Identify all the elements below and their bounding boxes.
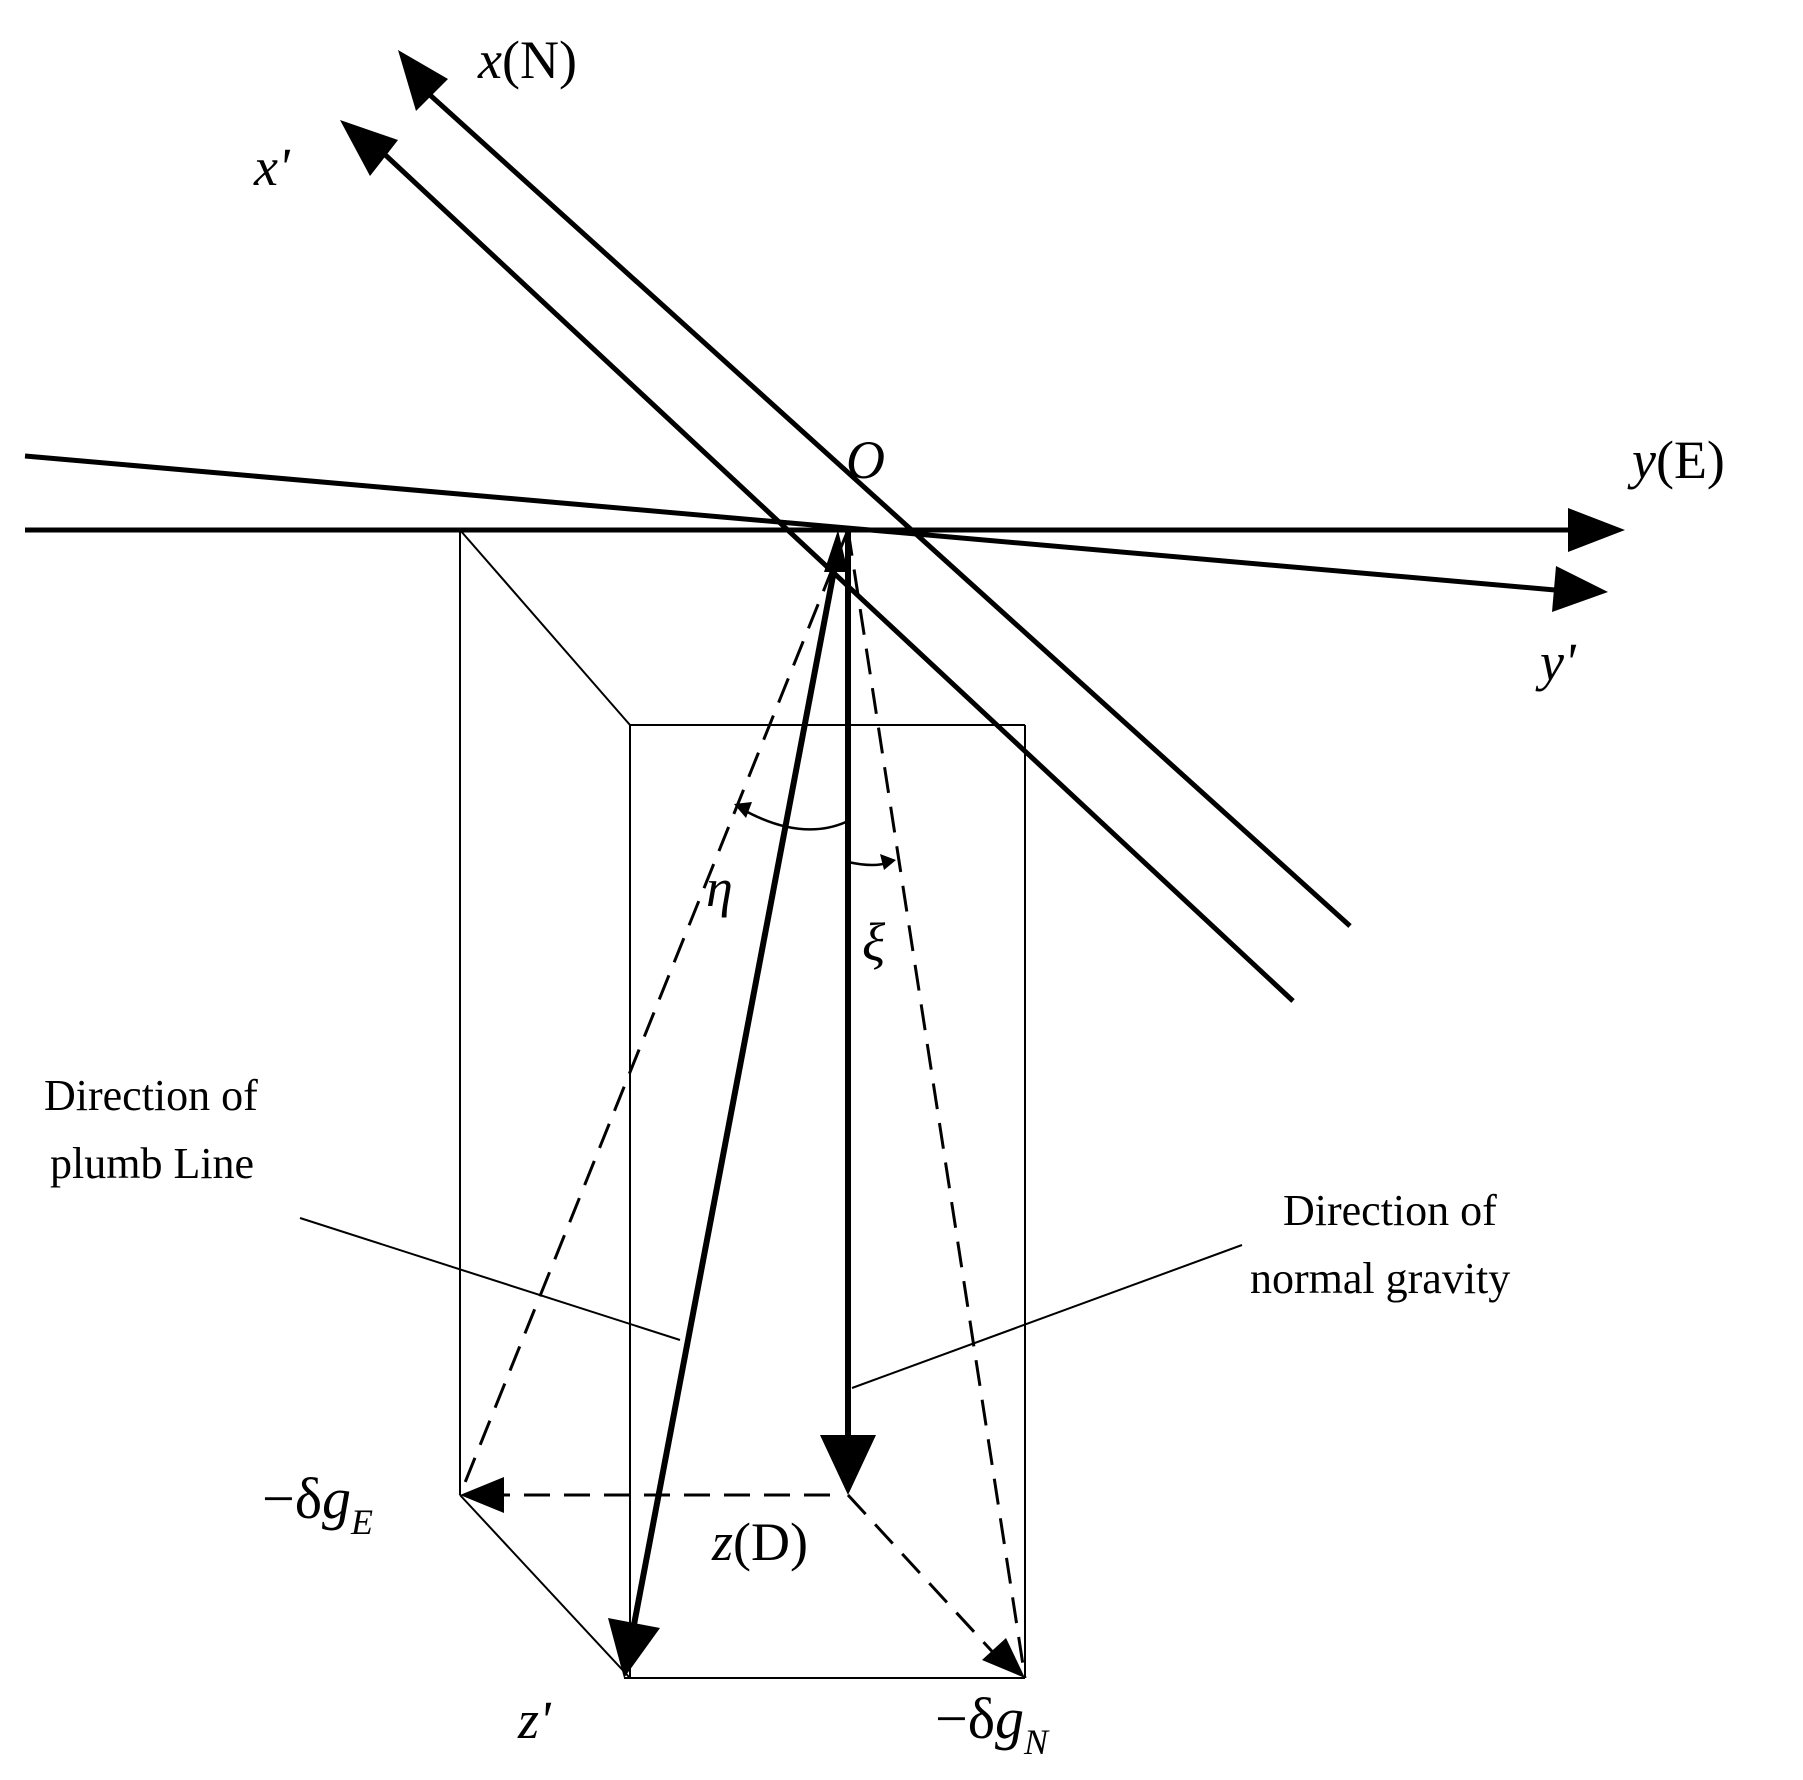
leader-lines xyxy=(299,1217,1243,1389)
dash-o-to-minus-dgn xyxy=(846,529,1027,1679)
minus-dge-arrowhead xyxy=(460,1477,504,1513)
x-prime-axis-arrowhead xyxy=(340,120,398,176)
plumb-line-origin-arrowhead xyxy=(824,530,848,572)
minus-delta-gn-label: −δgN xyxy=(935,1686,1050,1762)
eta-label: η xyxy=(706,858,733,918)
y-prime-label: y' xyxy=(1535,632,1577,692)
plumb-line-vector xyxy=(630,559,839,1631)
minus-delta-ge-sub: E xyxy=(350,1502,373,1542)
angle-arc-arrowheads xyxy=(734,802,896,870)
projection-arrowheads xyxy=(460,1477,1025,1678)
minus-delta-gn-sub: N xyxy=(1023,1722,1050,1762)
angle-arcs xyxy=(739,806,891,867)
x-axis-label: x(N) xyxy=(477,30,577,90)
minus-delta-gn-g: g xyxy=(995,1686,1024,1751)
y-axis-label: y(E) xyxy=(1627,430,1725,490)
xi-label: ξ xyxy=(862,912,886,972)
axis-arrowheads xyxy=(340,50,1625,612)
z-axis-label: z(D) xyxy=(711,1512,808,1572)
normal-gravity-arrowhead xyxy=(820,1435,876,1495)
eta-arc-arrowhead xyxy=(734,802,752,818)
z-axis-paren: (D) xyxy=(733,1512,808,1572)
plumb-line-annotation-line1: Direction of xyxy=(44,1071,258,1120)
vector-arrowheads xyxy=(608,530,876,1678)
y-prime-axis-line xyxy=(24,453,1556,593)
origin-label: O xyxy=(846,430,885,490)
eta-arc xyxy=(739,806,847,831)
minus-delta-gn-prefix: −δ xyxy=(935,1686,995,1751)
y-axis-paren: (E) xyxy=(1656,430,1725,490)
prism-box xyxy=(459,529,1026,1679)
x-prime-axis-line xyxy=(378,148,1295,1003)
z-prime-label: z' xyxy=(517,1690,552,1750)
normal-gravity-annotation-line1: Direction of xyxy=(1283,1186,1497,1235)
box-edge-top-diagonal xyxy=(459,529,631,726)
projection-lines xyxy=(458,529,1027,1679)
y-axis-arrowhead xyxy=(1568,508,1625,552)
x-axis-arrowhead xyxy=(398,50,448,111)
normal-gravity-leader xyxy=(851,1244,1243,1389)
plumb-line-leader xyxy=(299,1217,681,1341)
dash-o-to-minus-dge xyxy=(458,529,850,1496)
x-axis-letter: x xyxy=(477,30,502,90)
direction-vectors xyxy=(630,530,851,1631)
minus-delta-ge-prefix: −δ xyxy=(262,1466,322,1531)
plumb-line-annotation-line2: plumb Line xyxy=(50,1139,254,1188)
x-axis-line xyxy=(428,93,1352,928)
x-prime-label: x' xyxy=(253,137,291,197)
normal-gravity-annotation-line2: normal gravity xyxy=(1250,1254,1510,1303)
xi-arc-arrowhead xyxy=(880,854,896,870)
minus-delta-ge-g: g xyxy=(322,1466,351,1531)
dash-z-to-minus-dgn xyxy=(846,1493,1002,1662)
z-axis-letter: z xyxy=(711,1512,733,1572)
minus-delta-ge-label: −δgE xyxy=(262,1466,373,1542)
y-axis-letter: y xyxy=(1627,430,1656,490)
plumb-line-arrowhead xyxy=(608,1618,660,1678)
axes xyxy=(24,93,1570,1003)
x-axis-paren: (N) xyxy=(502,30,577,90)
box-edge-bottom-diagonal xyxy=(459,1494,631,1679)
minus-dgn-arrowhead xyxy=(982,1638,1025,1678)
annotations: Direction of plumb Line Direction of nor… xyxy=(44,1071,1510,1303)
y-prime-axis-arrowhead xyxy=(1552,566,1608,612)
axis-labels: x(N) x' y(E) y' O z(D) z' η ξ −δgE −δgN xyxy=(253,30,1725,1762)
